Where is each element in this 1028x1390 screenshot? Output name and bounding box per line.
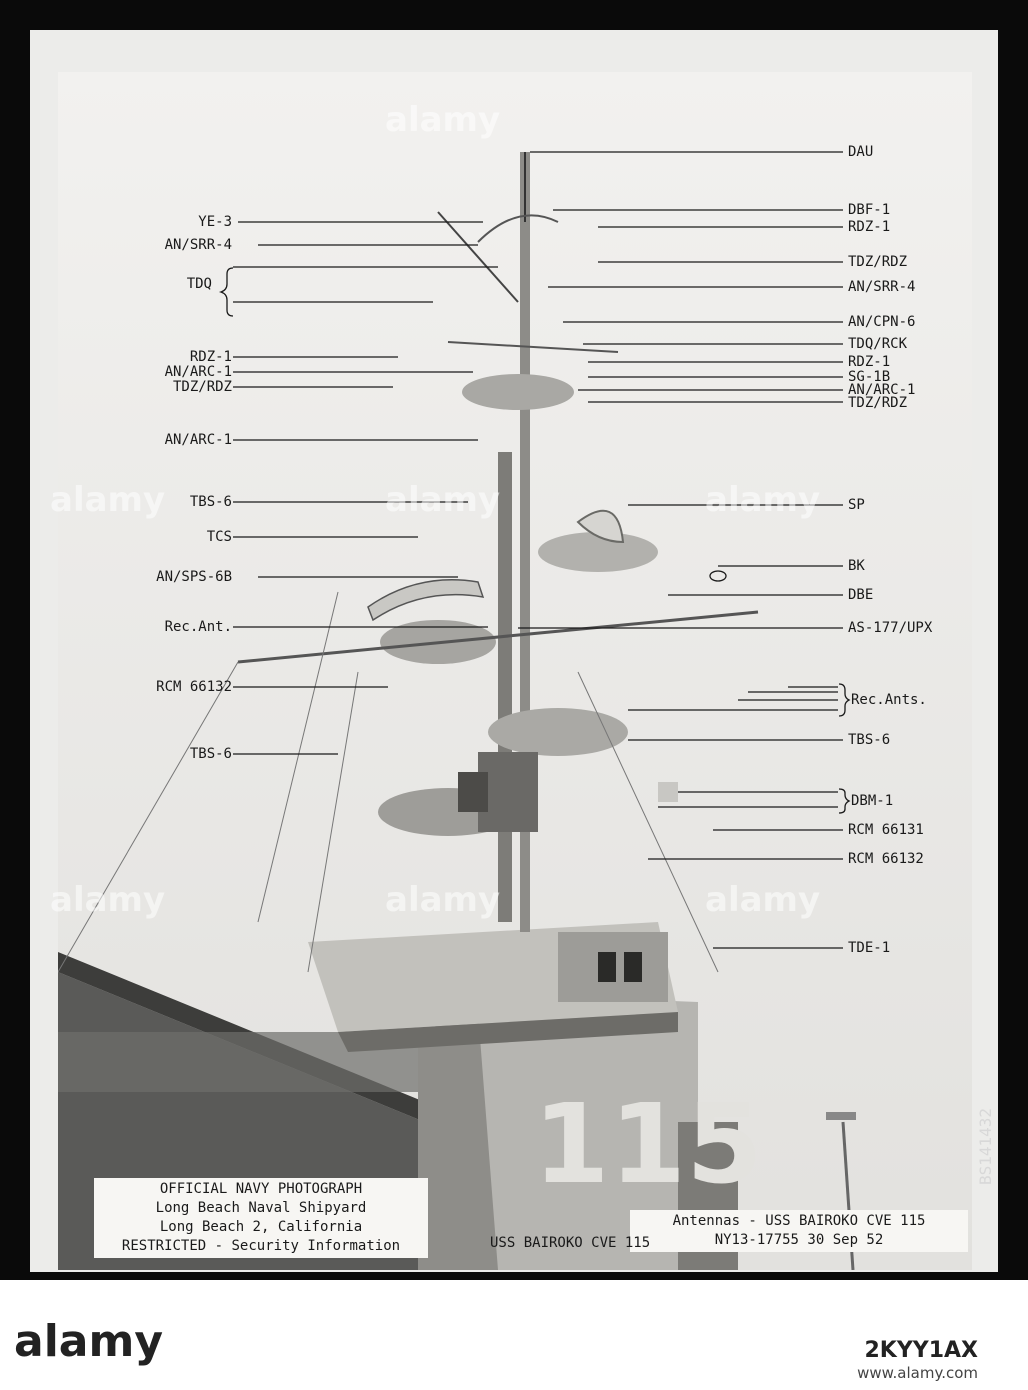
label-rcm-66132: RCM 66132 bbox=[156, 679, 232, 695]
caption-line: Antennas - USS BAIROKO CVE 115 bbox=[672, 1213, 926, 1229]
side-code: BS141432 bbox=[976, 1107, 995, 1185]
label-as-177-upx: AS-177/UPX bbox=[848, 620, 933, 636]
label-tbs-6-lower: TBS-6 bbox=[189, 746, 232, 762]
label-rcm-66131: RCM 66131 bbox=[848, 822, 924, 838]
photograph: 115 bbox=[30, 30, 998, 1272]
caption-antennas: Antennas - USS BAIROKO CVE 115 NY13-1775… bbox=[630, 1210, 968, 1252]
label-tdq: TDQ bbox=[186, 276, 212, 292]
label-tdq-rck: TDQ/RCK bbox=[848, 336, 908, 352]
label-tdz-rdz: TDZ/RDZ bbox=[172, 379, 232, 395]
label-tdz-rdz-right-b: TDZ/RDZ bbox=[848, 395, 908, 411]
label-rdz-1-right-b: RDZ-1 bbox=[848, 354, 891, 370]
label-dau: DAU bbox=[848, 144, 874, 160]
label-bk: BK bbox=[848, 558, 865, 574]
watermark: alamy bbox=[385, 480, 501, 520]
bottom-caption: USS BAIROKO CVE 115 bbox=[490, 1235, 651, 1251]
watermark: alamy bbox=[50, 480, 166, 520]
label-rdz-1: RDZ-1 bbox=[189, 349, 232, 365]
label-tdz-rdz-right: TDZ/RDZ bbox=[848, 254, 908, 270]
stock-footer bbox=[0, 1280, 1028, 1390]
watermark: alamy bbox=[705, 480, 821, 520]
label-sp: SP bbox=[848, 497, 865, 513]
caption-line: OFFICIAL NAVY PHOTOGRAPH bbox=[159, 1181, 363, 1197]
caption-official-navy: OFFICIAL NAVY PHOTOGRAPH Long Beach Nava… bbox=[94, 1178, 428, 1258]
label-an-sps-6b: AN/SPS-6B bbox=[156, 569, 232, 585]
label-rec-ant: Rec.Ant. bbox=[164, 619, 232, 635]
hull-number: 115 bbox=[533, 1080, 763, 1208]
watermark: alamy bbox=[385, 880, 501, 920]
watermark: alamy bbox=[705, 880, 821, 920]
label-an-srr-4-right: AN/SRR-4 bbox=[848, 279, 916, 295]
caption-line: Long Beach Naval Shipyard bbox=[155, 1200, 367, 1216]
label-an-arc-1: AN/ARC-1 bbox=[164, 364, 232, 380]
label-rec-ants: Rec.Ants. bbox=[851, 692, 927, 708]
label-an-srr-4: AN/SRR-4 bbox=[164, 237, 232, 253]
label-an-arc-1-lower: AN/ARC-1 bbox=[164, 432, 232, 448]
ship-island-illustration: 115 bbox=[58, 72, 972, 1270]
stock-image-id: 2KYY1AX bbox=[864, 1338, 978, 1363]
label-sg-1b: SG-1B bbox=[848, 369, 891, 385]
photo-plate: 115 bbox=[58, 72, 972, 1270]
label-tcs: TCS bbox=[206, 529, 232, 545]
caption-line: NY13-17755 30 Sep 52 bbox=[714, 1232, 884, 1248]
label-an-cpn-6: AN/CPN-6 bbox=[848, 314, 916, 330]
label-tbs-6: TBS-6 bbox=[189, 494, 232, 510]
stock-url[interactable]: www.alamy.com bbox=[857, 1364, 978, 1382]
label-dbf-1: DBF-1 bbox=[848, 202, 891, 218]
stock-logo[interactable]: alamy bbox=[14, 1316, 163, 1367]
label-ye-3: YE-3 bbox=[198, 214, 232, 230]
caption-line: Long Beach 2, California bbox=[159, 1219, 363, 1235]
watermark: alamy bbox=[385, 100, 501, 140]
caption-line: RESTRICTED - Security Information bbox=[121, 1238, 401, 1254]
label-rdz-1-right: RDZ-1 bbox=[848, 219, 891, 235]
label-dbm-1: DBM-1 bbox=[851, 793, 894, 809]
label-rcm-66132-right: RCM 66132 bbox=[848, 851, 924, 867]
label-tbs-6-right: TBS-6 bbox=[848, 732, 891, 748]
watermark: alamy bbox=[50, 880, 166, 920]
label-dbe: DBE bbox=[848, 587, 874, 603]
label-tde-1: TDE-1 bbox=[848, 940, 891, 956]
label-an-arc-1-right: AN/ARC-1 bbox=[848, 382, 916, 398]
